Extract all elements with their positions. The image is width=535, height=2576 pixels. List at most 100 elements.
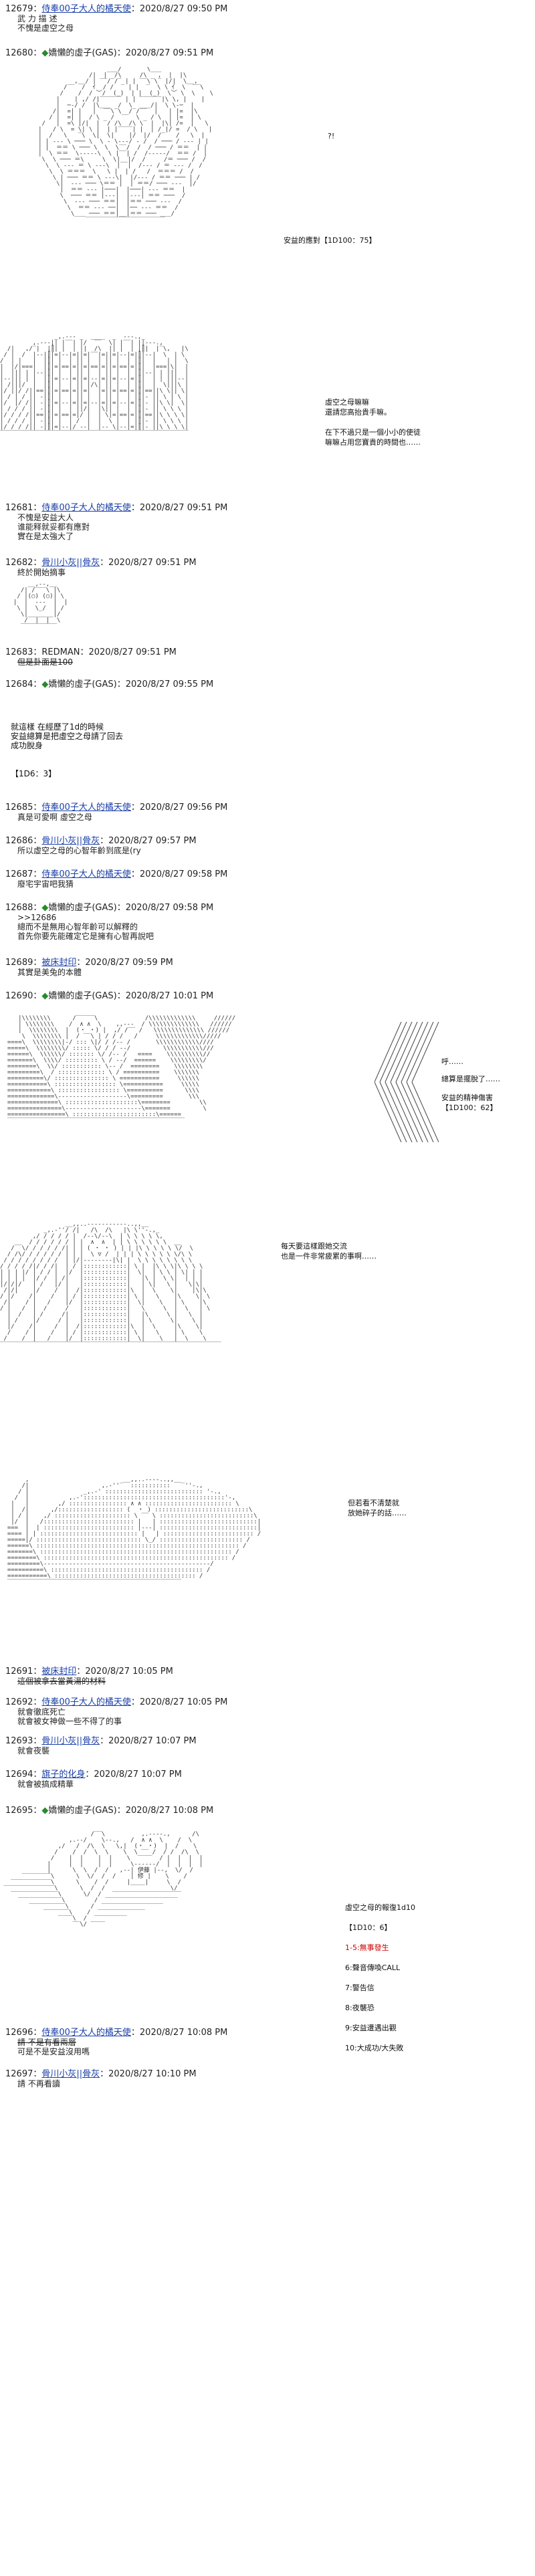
- poster-name[interactable]: 骨川小灰||骨灰: [41, 558, 100, 568]
- poster-name[interactable]: 骨川小灰||骨灰: [41, 2069, 100, 2079]
- post-header: 12685：侍奉00子大人的橘天使：2020/8/27 09:56 PM: [5, 802, 530, 813]
- poster-name[interactable]: 侍奉00子大人的橘天使: [41, 2028, 131, 2038]
- post: 12689：被床封印：2020/8/27 09:59 PM 其實是美兔的本體: [5, 958, 530, 977]
- post-number: 12680：: [5, 48, 42, 58]
- post-number: 12692：: [5, 1697, 42, 1707]
- ascii-art: /‾‾\ ,.‐‐‐‐., /\ ,.‐‐/ \‐‐., / ∧ ∧ \ / \…: [3, 1831, 203, 1928]
- post-date: ：2020/8/27 09:50 PM: [130, 4, 228, 14]
- post: 12679：侍奉00子大人的橘天使：2020/8/27 09:50 PM 武 力…: [5, 4, 530, 33]
- dice-option: 10:大成功/大失敗: [345, 2044, 404, 2052]
- art-caption: 總算是擺脫了……: [441, 1075, 500, 1083]
- post-date: ：2020/8/27 09:51 PM: [130, 503, 228, 513]
- poster-name[interactable]: 被床封印: [41, 958, 77, 968]
- ascii-art: __,‐‐,__ /| /‾‾‾\ |\ / |(○) (○)| \ | | ‐…: [13, 582, 68, 630]
- post-body: 廢宅宇宙吧我猜: [17, 879, 74, 889]
- post-body: 這個被拿去當黃湯的材料: [17, 1677, 106, 1686]
- post-date: ：2020/8/27 09:55 PM: [116, 679, 214, 689]
- post-header: 12693：骨川小灰||骨灰：2020/8/27 10:07 PM: [5, 1736, 530, 1746]
- post-date: ：2020/8/27 10:10 PM: [100, 2069, 197, 2079]
- post-body: 不愧是安益大人 谁能释就妥都有應對 實在是太強大了: [17, 513, 90, 541]
- dice-option: 7:警告信: [345, 1983, 374, 1992]
- post-number: 12683：: [5, 647, 42, 657]
- ascii-art: , __,,..----..,,__ /| ,.‐''‾ :::::::::::…: [7, 1477, 261, 1586]
- art-caption: 安益的應對【1D100：75】: [284, 236, 377, 245]
- post-date: ：2020/8/27 09:51 PM: [100, 558, 197, 568]
- poster-name: 嬌懶的虛子(GAS): [48, 679, 117, 689]
- poster-name[interactable]: 侍奉00子大人的橘天使: [41, 503, 131, 513]
- post: 12694：旗子的化身：2020/8/27 10:07 PM 就會被搞成精華: [5, 1769, 530, 1789]
- poster-name: 嬌懶的虛子(GAS): [48, 48, 117, 58]
- post-number: 12697：: [5, 2069, 42, 2079]
- dice-option: 9:安益遭遇出觀: [345, 2024, 397, 2032]
- post: 12696：侍奉00子大人的橘天使：2020/8/27 10:08 PM 請 不…: [5, 2028, 530, 2056]
- dice-title: 虛空之母的報復1d10: [345, 1903, 415, 1912]
- post: 12690：◆嬌懶的虛子(GAS)：2020/8/27 10:01 PM: [5, 991, 530, 1001]
- poster-name: 嬌懶的虛子(GAS): [48, 991, 117, 1001]
- diamond-icon: ◆: [41, 48, 49, 58]
- poster-name[interactable]: 侍奉00子大人的橘天使: [41, 4, 131, 14]
- post-number: 12687：: [5, 869, 42, 879]
- post-date: ：2020/8/27 09:57 PM: [100, 836, 197, 846]
- post-header: 12695：◆嬌懶的虛子(GAS)：2020/8/27 10:08 PM: [5, 1806, 530, 1816]
- poster-name[interactable]: 侍奉00子大人的橘天使: [41, 802, 131, 813]
- post: 12680：◆嬌懶的虛子(GAS)：2020/8/27 09:51 PM: [5, 48, 530, 58]
- post-header: 12684：◆嬌懶的虛子(GAS)：2020/8/27 09:55 PM: [5, 679, 530, 689]
- post: 12685：侍奉00子大人的橘天使：2020/8/27 09:56 PM 真是可…: [5, 802, 530, 822]
- post-body: 就會被搞成精華: [17, 1780, 74, 1789]
- post-header: 12691：被床封印：2020/8/27 10:05 PM: [5, 1667, 530, 1677]
- diamond-icon: ◆: [41, 1806, 49, 1816]
- poster-name[interactable]: 侍奉00子大人的橘天使: [41, 1697, 131, 1707]
- post-header: 12694：旗子的化身：2020/8/27 10:07 PM: [5, 1769, 530, 1780]
- poster-name[interactable]: 被床封印: [41, 1667, 77, 1677]
- post-body: 請 不再看讀: [17, 2079, 60, 2088]
- poster-name[interactable]: 旗子的化身: [41, 1769, 86, 1780]
- post-header: 12680：◆嬌懶的虛子(GAS)：2020/8/27 09:51 PM: [5, 48, 530, 58]
- post-header: 12687：侍奉00子大人的橘天使：2020/8/27 09:58 PM: [5, 869, 530, 879]
- hatch-decoration: [374, 1022, 439, 1142]
- post-number: 12681：: [5, 503, 42, 513]
- post-header: 12696：侍奉00子大人的橘天使：2020/8/27 10:08 PM: [5, 2028, 530, 2038]
- post-number: 12686：: [5, 836, 42, 846]
- post-number: 12688：: [5, 903, 42, 913]
- post-date: ：2020/8/27 09:58 PM: [116, 903, 214, 913]
- dice-box: 虛空之母的報復1d10 【1D10：6】 1-5:無事發生 6:聲音傳喚CALL…: [345, 1893, 415, 2063]
- post-body: 真是可愛啊 虛空之母: [17, 813, 92, 822]
- post-body: 但是卦面是100: [17, 657, 73, 667]
- post-header: 12689：被床封印：2020/8/27 09:59 PM: [5, 958, 530, 968]
- post-number: 12693：: [5, 1736, 42, 1746]
- post-number: 12684：: [5, 679, 42, 689]
- diamond-icon: ◆: [41, 903, 49, 913]
- ascii-art: ___/‾‾‾‾‾‾‾\___ /| | /\ /\ , | |\ ,__/ |…: [38, 67, 213, 223]
- poster-name[interactable]: 骨川小灰||骨灰: [41, 1736, 100, 1746]
- poster-name[interactable]: 骨川小灰||骨灰: [41, 836, 100, 846]
- post-header: 12682：骨川小灰||骨灰：2020/8/27 09:51 PM: [5, 558, 530, 568]
- post-header: 12697：骨川小灰||骨灰：2020/8/27 10:10 PM: [5, 2069, 530, 2079]
- post-header: 12681：侍奉00子大人的橘天使：2020/8/27 09:51 PM: [5, 503, 530, 513]
- post: 12691：被床封印：2020/8/27 10:05 PM 這個被拿去當黃湯的材…: [5, 1667, 530, 1686]
- post: 12697：骨川小灰||骨灰：2020/8/27 10:10 PM 請 不再看讀: [5, 2069, 530, 2088]
- post-body: 武 力 描 述 不愧是虚空之母: [17, 14, 74, 33]
- art-caption: ?!: [328, 132, 335, 140]
- post-date: ：2020/8/27 09:58 PM: [130, 869, 228, 879]
- post-number: 12695：: [5, 1806, 42, 1816]
- post-header: 12692：侍奉00子大人的橘天使：2020/8/27 10:05 PM: [5, 1697, 530, 1707]
- ascii-art: _,.--‐ _ ____ _ ‐--.,_ ,.--‐|| |‾‾| |/ ‾…: [0, 334, 189, 437]
- post-date: ：2020/8/27 10:08 PM: [130, 2028, 228, 2038]
- post: 12693：骨川小灰||骨灰：2020/8/27 10:07 PM 就會夜襲: [5, 1736, 530, 1755]
- poster-name: 嬌懶的虛子(GAS): [48, 903, 117, 913]
- post: 12686：骨川小灰||骨灰：2020/8/27 09:57 PM 所以虛空之母…: [5, 836, 530, 855]
- post-body: 所以虛空之母的心智年齡到底是(ry: [17, 846, 141, 855]
- post: 12684：◆嬌懶的虛子(GAS)：2020/8/27 09:55 PM: [5, 679, 530, 689]
- post-body: 其實是美兔的本體: [17, 968, 82, 977]
- art-caption: 【1D6：3】: [11, 769, 57, 778]
- dice-option: 1-5:無事發生: [345, 1943, 389, 1952]
- dice-roll: 【1D10：6】: [345, 1923, 392, 1932]
- post-date: ：2020/8/27 10:05 PM: [76, 1667, 173, 1677]
- post: 12681：侍奉00子大人的橘天使：2020/8/27 09:51 PM 不愧是…: [5, 503, 530, 541]
- poster-name: REDMAN: [41, 647, 80, 657]
- poster-name[interactable]: 侍奉00子大人的橘天使: [41, 869, 131, 879]
- dice-option: 6:聲音傳喚CALL: [345, 1963, 401, 1972]
- dice-option: 8:夜襲恐: [345, 2004, 374, 2012]
- post-body: >>12686 總而不是無用心智年齡可以解釋的 首先你要先能確定它是擁有心智再說…: [17, 913, 154, 941]
